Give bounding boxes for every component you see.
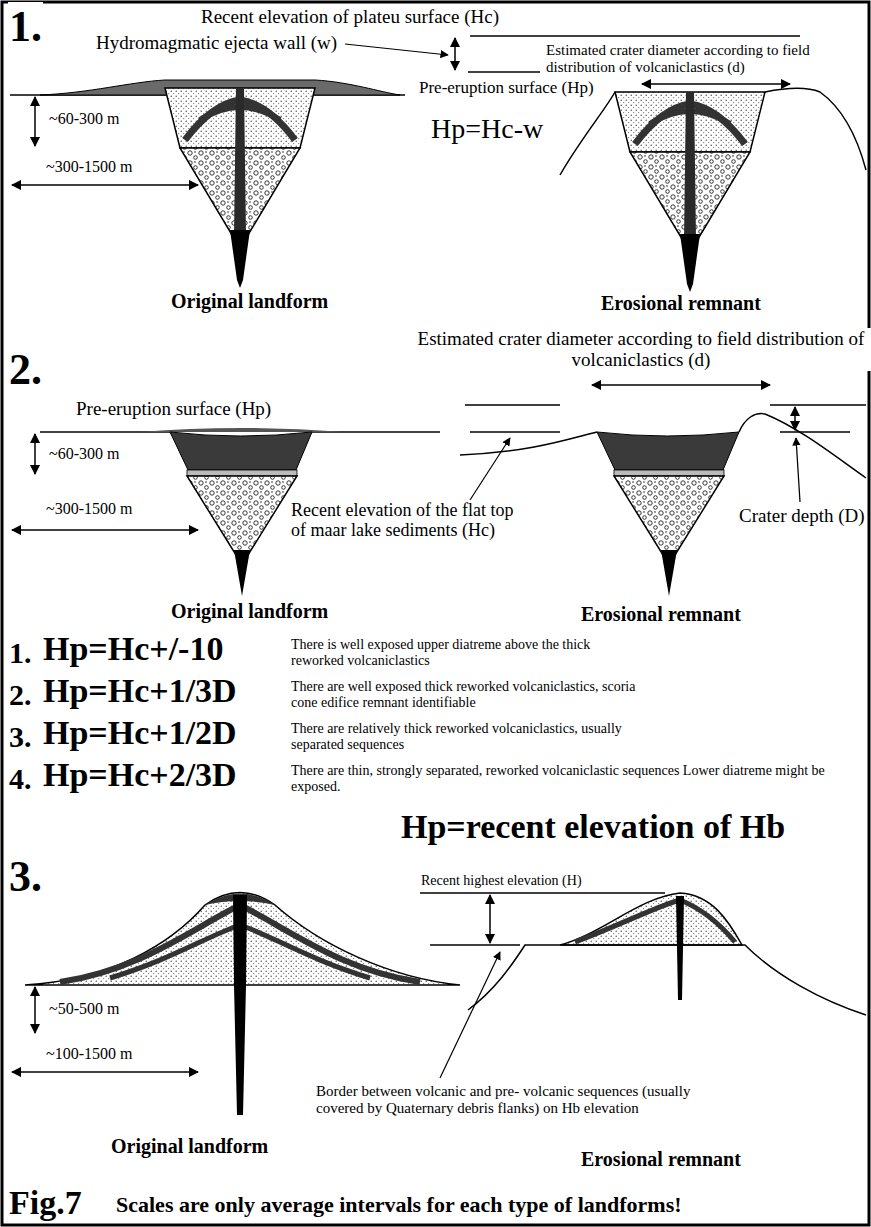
panel-3-drawing-part <box>233 895 247 1115</box>
panel-3-drawing-part <box>560 893 742 945</box>
panel-number: 1. <box>8 2 43 51</box>
panel-2-drawing-part <box>794 407 796 430</box>
dimension-label: ~300-1500 m <box>45 158 133 176</box>
panel-1-drawing-part <box>642 83 790 85</box>
panel-3-drawing-part <box>34 987 36 1033</box>
diameter-label: Estimated crater diameter according to f… <box>545 42 867 76</box>
panel-1-drawing-part <box>345 44 448 55</box>
panel-1-drawing-part <box>468 71 540 73</box>
panel-3-drawing-part <box>12 1071 198 1073</box>
panel-2-drawing-part <box>592 384 770 386</box>
dimension-label: ~50-500 m <box>48 1000 120 1018</box>
condition-note: There are well exposed thick reworked vo… <box>290 679 662 710</box>
panel-2-drawing-part <box>12 529 198 531</box>
panel-1-drawing-part <box>165 88 315 288</box>
list-number: 3. <box>8 720 33 754</box>
panel-1-drawing-part <box>12 184 198 186</box>
panel-1-drawing-part <box>470 35 800 37</box>
formula-label: Hp=recent elevation of Hb <box>400 808 786 846</box>
panel-2-drawing-part <box>770 404 866 406</box>
panel-3-drawing-part <box>575 900 735 942</box>
dimension-label: ~100-1500 m <box>45 1045 133 1063</box>
panel-2-drawing-part <box>465 404 560 406</box>
panel-2-drawing-part <box>460 432 597 455</box>
condition-note: There are relatively thick reworked volc… <box>290 721 642 752</box>
panel-2-drawing-part <box>796 438 800 502</box>
panel-1-drawing-part <box>615 92 765 292</box>
list-number: 2. <box>8 678 33 712</box>
condition-note: There are thin, strongly separated, rewo… <box>290 763 867 794</box>
landform-title: Original landform <box>170 290 329 312</box>
landform-title: Erosional remnant <box>600 292 762 314</box>
panel-1-drawing-part <box>454 38 456 70</box>
landform-title: Original landform <box>170 600 329 622</box>
panel-number: 3. <box>8 852 43 901</box>
panel-number: 2. <box>8 345 43 394</box>
panel-1-drawing <box>10 36 866 292</box>
panel-3-drawing-part <box>440 952 500 1078</box>
condition-note: There is well exposed upper diatreme abo… <box>290 637 622 668</box>
panel-3-drawing-part <box>676 896 684 1000</box>
panel-3-drawing <box>12 893 866 1116</box>
panel-2-drawing-part <box>470 438 510 500</box>
panel-3-drawing-part <box>468 945 866 1015</box>
surface-label: Pre-eruption surface (Hp) <box>75 398 272 419</box>
list-number: 4. <box>8 762 33 796</box>
panel-3-drawing-part <box>420 892 665 894</box>
panel-2-drawing-part <box>597 432 739 596</box>
formula-label: Hp=Hc+2/3D <box>42 756 238 794</box>
formula-label: Hp=Hc+/-10 <box>42 630 224 668</box>
list-number: 1. <box>8 636 33 670</box>
panel-3-drawing-part <box>489 895 491 943</box>
elevation-label: Recent elevation of plateu surface (Hc) <box>200 6 500 27</box>
dimension-label: ~60-300 m <box>48 110 120 128</box>
wall-label: Hydromagmatic ejecta wall (w) <box>95 32 338 53</box>
panel-2-drawing <box>12 385 866 596</box>
figure-number: Fig.7 <box>8 1184 83 1222</box>
landform-title: Original landform <box>110 1135 269 1157</box>
panel-3-drawing-part <box>430 944 520 946</box>
panel-2-drawing-part <box>780 431 850 433</box>
figure-caption: Scales are only average intervals for ea… <box>115 1193 683 1218</box>
panel-2-drawing-part <box>34 434 36 474</box>
panel-1-drawing-part <box>765 88 866 170</box>
surface-label: Pre-eruption surface (Hp) <box>418 78 595 97</box>
panel-1-drawing-part <box>560 92 615 175</box>
formula-label: Hp=Hc-w <box>430 113 544 144</box>
dimension-label: ~300-1500 m <box>45 500 133 518</box>
formula-label: Hp=Hc+1/2D <box>42 714 238 752</box>
formula-label: Hp=Hc+1/3D <box>42 672 238 710</box>
border-note: Border between volcanic and pre- volcani… <box>315 1083 737 1117</box>
panel-2-drawing-part <box>739 414 866 478</box>
elevation-label: Recent highest elevation (H) <box>420 873 583 889</box>
dimension-label: ~60-300 m <box>48 445 120 463</box>
panel-2-drawing-part <box>140 428 345 432</box>
elevation-label: Recent elevation of the flat top of maar… <box>290 500 522 540</box>
panel-1-drawing-part <box>34 97 36 146</box>
depth-label: Crater depth (D) <box>738 505 866 526</box>
diameter-label: Estimated crater diameter according to f… <box>410 328 871 371</box>
panel-2-drawing-part <box>470 431 560 433</box>
landform-title: Erosional remnant <box>580 603 742 625</box>
landform-title: Erosional remnant <box>580 1148 742 1170</box>
